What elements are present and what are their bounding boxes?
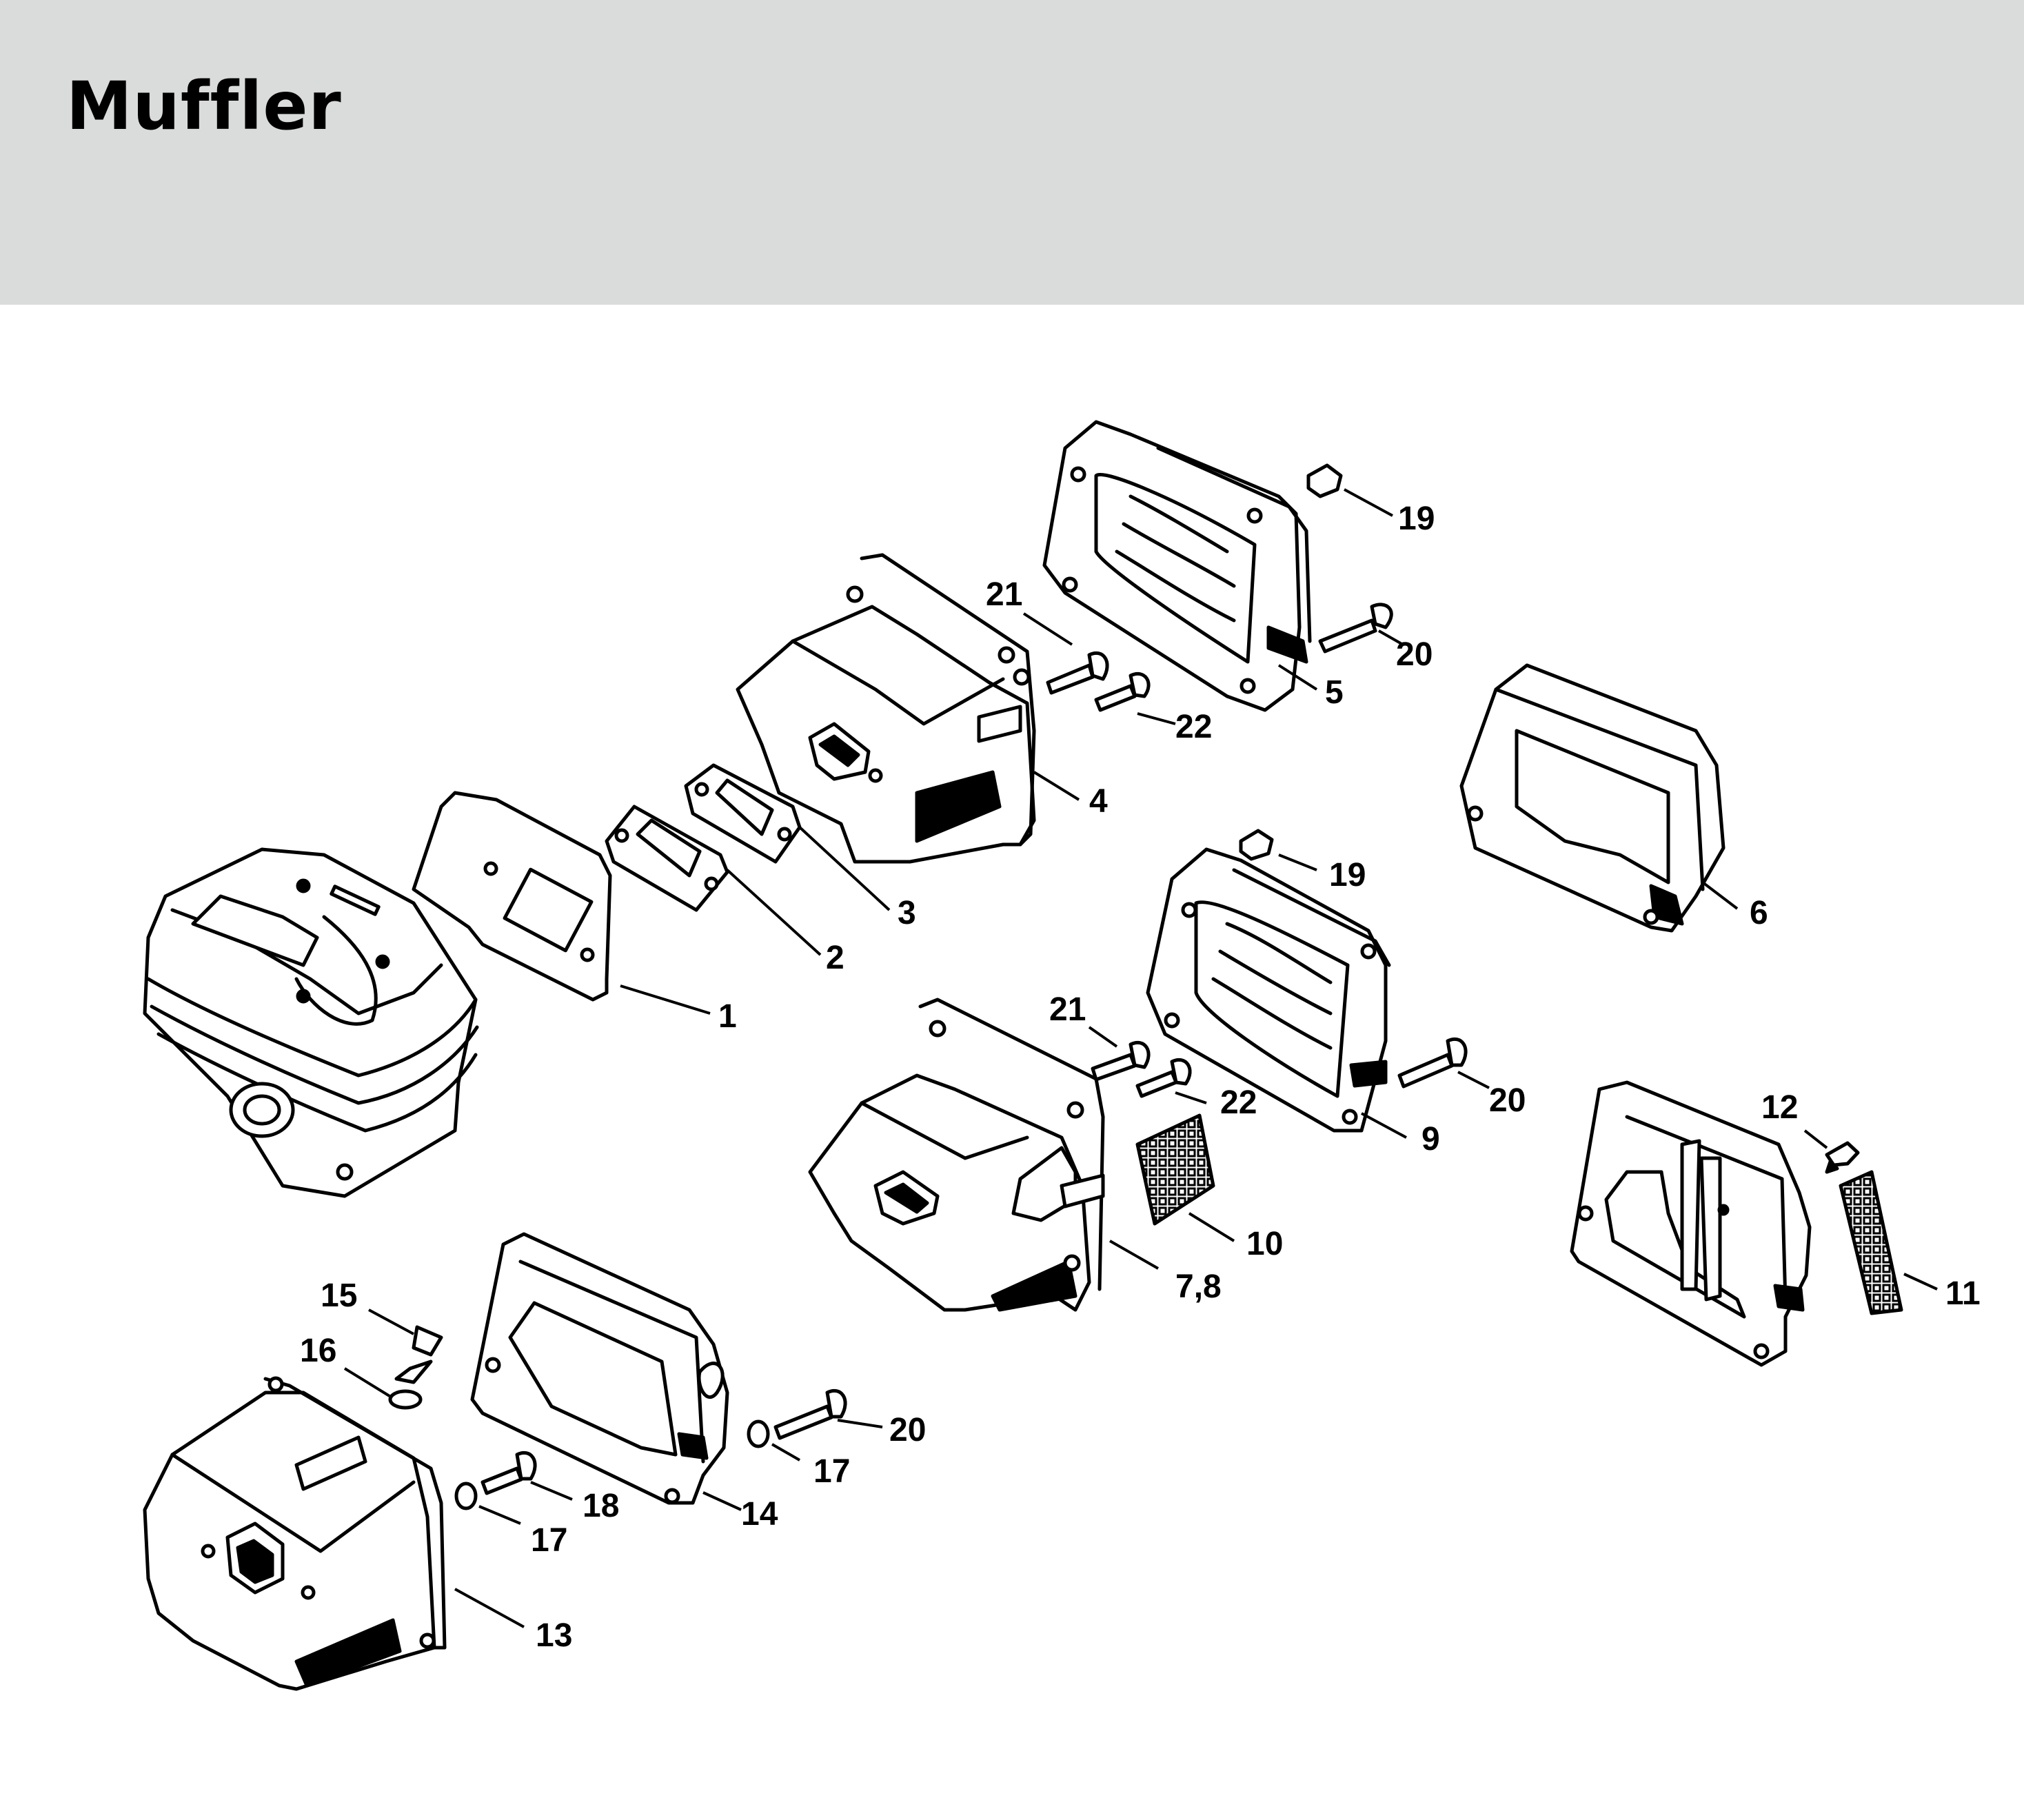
label-21a: 21 <box>986 576 1022 613</box>
label-6: 6 <box>1750 895 1768 931</box>
label-22a: 22 <box>1175 709 1212 745</box>
label-4: 4 <box>1089 783 1108 820</box>
label-9: 9 <box>1421 1121 1440 1157</box>
label-20a: 20 <box>1396 636 1433 673</box>
bolt-20c <box>773 1389 847 1440</box>
part-5-cover <box>1042 420 1312 712</box>
callout-labels: 1 2 3 4 5 6 7,8 9 10 11 12 13 14 15 16 1… <box>300 501 1981 1654</box>
bolt-20b <box>1397 1038 1468 1089</box>
washer-17b <box>454 1482 478 1510</box>
label-18: 18 <box>583 1488 619 1524</box>
label-3: 3 <box>898 895 916 931</box>
part-13-muffler-body <box>143 1376 447 1691</box>
part-14-shell <box>470 1232 729 1505</box>
label-5: 5 <box>1325 674 1344 711</box>
label-11: 11 <box>1945 1275 1981 1312</box>
part-10-screen <box>1135 1113 1215 1226</box>
label-22b: 22 <box>1220 1084 1257 1121</box>
label-20c: 20 <box>889 1412 926 1448</box>
label-19b: 19 <box>1329 857 1366 893</box>
part-2-gasket <box>605 805 729 912</box>
part-7-8-muffler-body <box>808 998 1105 1312</box>
bolt-22b <box>1135 1058 1192 1098</box>
label-17a: 17 <box>813 1453 850 1490</box>
part-shell-lower-right <box>1570 1080 1812 1367</box>
page-title: Muffler <box>66 68 342 145</box>
label-7-8: 7,8 <box>1175 1268 1222 1305</box>
leader-lines <box>343 488 1938 1628</box>
bolt-20a <box>1318 603 1393 654</box>
part-11-screen <box>1839 1170 1903 1315</box>
washer-17a <box>747 1419 770 1448</box>
part-4-muffler-body <box>736 553 1036 864</box>
label-20b: 20 <box>1489 1082 1526 1119</box>
bolt-19b <box>1239 829 1274 861</box>
part-6-shell <box>1459 663 1726 933</box>
bolt-18 <box>480 1451 537 1495</box>
cylinder <box>143 847 479 1198</box>
label-10: 10 <box>1246 1226 1283 1262</box>
label-14: 14 <box>741 1496 778 1533</box>
label-1: 1 <box>718 998 737 1035</box>
label-13: 13 <box>536 1617 572 1654</box>
bolt-21a <box>1046 651 1109 695</box>
washer-16 <box>388 1389 423 1410</box>
part-1-plate <box>412 791 612 1002</box>
bolt-22a <box>1094 671 1151 712</box>
bolt-21b <box>1091 1040 1151 1082</box>
bolt-19a <box>1306 463 1343 498</box>
label-2: 2 <box>826 940 844 976</box>
header-bar: Muffler <box>0 0 2024 305</box>
label-21b: 21 <box>1049 991 1086 1028</box>
label-12: 12 <box>1761 1089 1798 1126</box>
bolt-15 <box>394 1325 443 1384</box>
part-9-cover <box>1146 847 1391 1133</box>
label-19a: 19 <box>1398 501 1435 537</box>
label-17b: 17 <box>531 1522 567 1559</box>
part-12-screw <box>1825 1141 1860 1174</box>
label-16: 16 <box>300 1333 336 1369</box>
label-15: 15 <box>321 1277 357 1314</box>
